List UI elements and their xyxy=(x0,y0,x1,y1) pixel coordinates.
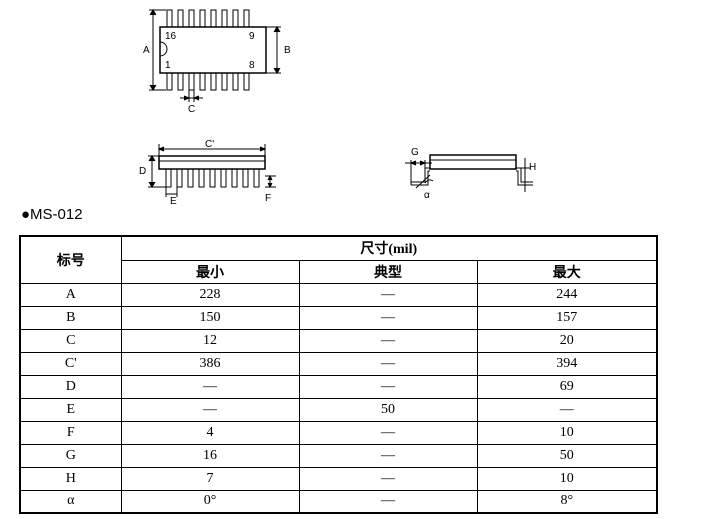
cell-max: 8° xyxy=(476,489,658,514)
table-row: G 16 — 50 xyxy=(19,443,658,468)
cell-max: 69 xyxy=(476,374,658,399)
cell-max: 50 xyxy=(476,443,658,468)
table-row: C 12 — 20 xyxy=(19,328,658,353)
cell-symbol: D xyxy=(19,374,122,399)
label-dim-c: C xyxy=(188,104,195,115)
table-row: B 150 — 157 xyxy=(19,305,658,330)
cell-symbol: F xyxy=(19,420,122,445)
cell-symbol: H xyxy=(19,466,122,491)
label-dim-b: B xyxy=(284,45,291,56)
label-pin-16: 16 xyxy=(165,31,177,42)
cell-typ: — xyxy=(298,374,478,399)
label-dim-a: A xyxy=(143,45,150,56)
cell-symbol: E xyxy=(19,397,122,422)
side-view-body xyxy=(158,155,266,170)
cell-typ: — xyxy=(298,305,478,330)
cell-typ: 50 xyxy=(298,397,478,422)
header-symbol: 标号 xyxy=(19,235,122,284)
header-size: 尺寸(mil) xyxy=(120,235,658,261)
cell-symbol: α xyxy=(19,489,122,514)
label-dim-e: E xyxy=(170,196,177,207)
cell-typ: — xyxy=(298,466,478,491)
cell-min: 0° xyxy=(120,489,300,514)
cell-symbol: C' xyxy=(19,351,122,376)
cell-min: 228 xyxy=(120,282,300,307)
header-typ: 典型 xyxy=(298,259,478,284)
cell-symbol: B xyxy=(19,305,122,330)
side-leads xyxy=(165,168,260,188)
cell-typ: — xyxy=(298,351,478,376)
label-dim-d: D xyxy=(139,166,146,177)
cell-typ: — xyxy=(298,489,478,514)
table-row: E — 50 — xyxy=(19,397,658,422)
cell-symbol: A xyxy=(19,282,122,307)
label-pin-9: 9 xyxy=(249,31,255,42)
cell-typ: — xyxy=(298,443,478,468)
label-dim-g: G xyxy=(411,147,419,158)
label-pin-1: 1 xyxy=(165,60,171,71)
label-dim-alpha: α xyxy=(424,190,430,201)
table-row: α 0° — 8° xyxy=(19,489,658,514)
cell-min: 150 xyxy=(120,305,300,330)
table-row: H 7 — 10 xyxy=(19,466,658,491)
lead-view-body xyxy=(429,154,517,170)
package-drawing: A B C 16 9 1 8 C' D E F G H α xyxy=(139,9,536,207)
cell-min: — xyxy=(120,397,300,422)
table-row: D — — 69 xyxy=(19,374,658,399)
header-max: 最大 xyxy=(476,259,658,284)
cell-typ: — xyxy=(298,420,478,445)
cell-min: 12 xyxy=(120,328,300,353)
package-title: ●MS-012 xyxy=(21,206,83,223)
table-row: C' 386 — 394 xyxy=(19,351,658,376)
cell-max: 244 xyxy=(476,282,658,307)
cell-typ: — xyxy=(298,282,478,307)
cell-max: — xyxy=(476,397,658,422)
label-dim-f: F xyxy=(265,193,271,204)
label-pin-8: 8 xyxy=(249,60,255,71)
cell-min: 386 xyxy=(120,351,300,376)
dimension-table: 标号 尺寸(mil) 最小 典型 最大 A 228 — 244 B 150 — … xyxy=(19,235,658,514)
cell-min: 4 xyxy=(120,420,300,445)
cell-max: 157 xyxy=(476,305,658,330)
cell-max: 10 xyxy=(476,420,658,445)
cell-max: 10 xyxy=(476,466,658,491)
cell-typ: — xyxy=(298,328,478,353)
bottom-leads xyxy=(166,72,250,91)
cell-min: 7 xyxy=(120,466,300,491)
cell-symbol: C xyxy=(19,328,122,353)
pin1-notch xyxy=(159,41,168,57)
top-leads xyxy=(166,9,250,28)
header-min: 最小 xyxy=(120,259,300,284)
cell-max: 394 xyxy=(476,351,658,376)
table-row: A 228 — 244 xyxy=(19,282,658,307)
cell-min: — xyxy=(120,374,300,399)
cell-max: 20 xyxy=(476,328,658,353)
cell-symbol: G xyxy=(19,443,122,468)
label-dim-h: H xyxy=(529,162,536,173)
cell-min: 16 xyxy=(120,443,300,468)
table-row: F 4 — 10 xyxy=(19,420,658,445)
top-view-body xyxy=(159,26,267,74)
left-lead xyxy=(411,167,430,186)
label-dim-c-prime: C' xyxy=(205,139,214,150)
